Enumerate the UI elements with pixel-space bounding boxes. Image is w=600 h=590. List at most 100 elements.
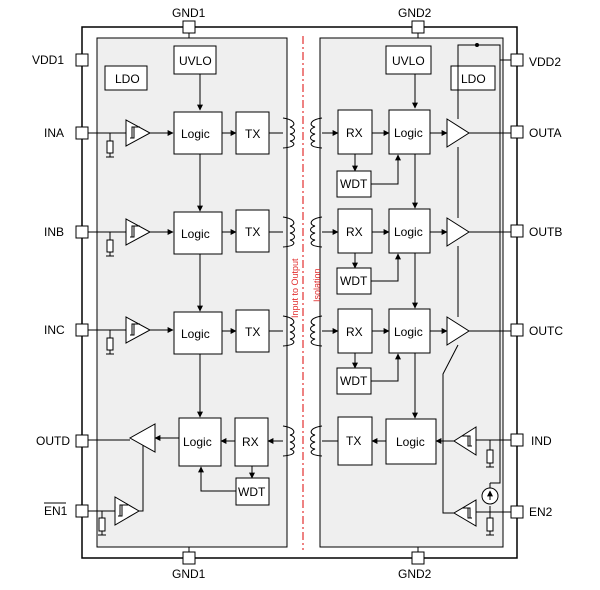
wdt-c xyxy=(336,367,372,395)
logic-a-right xyxy=(388,109,431,155)
outc-driver xyxy=(446,316,470,346)
logic-b-left-label: Logic xyxy=(181,227,210,241)
vdd2-junction xyxy=(475,43,479,47)
pin-ina xyxy=(75,126,89,140)
transformer-a xyxy=(282,117,323,149)
logic-c-right-label: Logic xyxy=(394,325,423,339)
pin-gnd1-bottom-label: GND1 xyxy=(172,567,206,581)
pin-outc xyxy=(510,323,524,337)
logic-d-left-label: Logic xyxy=(183,435,212,449)
pin-outd xyxy=(75,434,89,448)
uvlo-label-left: UVLO xyxy=(179,54,212,68)
pin-inc-label: INC xyxy=(44,323,65,337)
logic-b-left xyxy=(173,211,223,255)
pin-en2 xyxy=(510,505,524,519)
en2-schmitt-buffer xyxy=(453,499,477,527)
pin-gnd1-top-label: GND1 xyxy=(172,6,206,20)
wdt-d-label: WDT xyxy=(238,485,266,499)
en2-enable-bus xyxy=(442,344,459,514)
tx-c-label: TX xyxy=(245,325,260,339)
inc-schmitt-icon xyxy=(130,323,140,336)
rx-d-label: RX xyxy=(242,435,259,449)
en2-schmitt-icon xyxy=(462,507,472,519)
rx-c-label: RX xyxy=(346,325,363,339)
outb-driver xyxy=(446,217,470,247)
uvlo-block-right xyxy=(385,45,432,75)
wdt-c-to-logic xyxy=(371,353,401,382)
logic-a-left xyxy=(173,111,223,155)
pin-gnd2-bottom-label: GND2 xyxy=(398,567,432,581)
wdt-a-to-logic xyxy=(371,154,401,185)
en1-schmitt-buffer xyxy=(114,496,140,526)
pin-ind xyxy=(510,433,524,447)
wdt-a-label: WDT xyxy=(340,177,368,191)
tx-c xyxy=(235,309,270,353)
logic-b-right-label: Logic xyxy=(394,225,423,239)
wdt-b xyxy=(336,267,372,295)
pin-vdd1-label: VDD1 xyxy=(32,53,64,67)
transformer-c xyxy=(282,315,323,347)
pin-ind-label: IND xyxy=(531,434,552,448)
tx-a-label: TX xyxy=(245,127,260,141)
pin-gnd2-top xyxy=(411,20,425,34)
pin-outd-label: OUTD xyxy=(36,434,70,448)
isolation-label-2: Isolation xyxy=(312,268,322,302)
pin-gnd2-top-label: GND2 xyxy=(398,6,432,20)
pin-en2-label: EN2 xyxy=(529,505,553,519)
wdt-b-to-logic xyxy=(371,253,401,282)
pin-vdd1 xyxy=(75,53,89,67)
rx-a-label: RX xyxy=(346,126,363,140)
wdt-c-label: WDT xyxy=(340,374,368,388)
vdd2-rail xyxy=(457,44,511,119)
isolation-label-1: Input to Output xyxy=(290,258,300,318)
logic-c-left-label: Logic xyxy=(181,327,210,341)
rx-b xyxy=(337,208,373,254)
pin-outa xyxy=(510,125,524,139)
ina-pulldown-resistor xyxy=(106,140,114,154)
logic-a-right-label: Logic xyxy=(394,126,423,140)
transformer-b xyxy=(282,216,323,248)
ldo-label-left: LDO xyxy=(115,72,140,86)
logic-c-right xyxy=(388,308,431,354)
en1-pulldown-resistor xyxy=(98,517,106,532)
logic-d-left xyxy=(178,417,222,467)
ldo-label-right: LDO xyxy=(461,72,486,86)
tx-b xyxy=(235,209,270,253)
pin-outb xyxy=(510,224,524,238)
pin-gnd1-bottom xyxy=(182,551,196,565)
pin-gnd2-bottom xyxy=(411,551,425,565)
rx-b-label: RX xyxy=(346,225,363,239)
ldo-block-left xyxy=(104,65,148,91)
inb-pulldown-resistor xyxy=(106,239,114,253)
uvlo-label-right: UVLO xyxy=(392,54,425,68)
outa-driver xyxy=(446,118,470,148)
pin-outa-label: OUTA xyxy=(529,126,561,140)
logic-b-right xyxy=(388,208,431,254)
ind-schmitt-buffer xyxy=(453,426,477,456)
logic-d-right xyxy=(385,418,437,465)
transformer-d xyxy=(282,425,323,457)
vdd2-to-current-source xyxy=(490,60,501,484)
ind-pulldown-resistor xyxy=(486,449,494,464)
logic-c-left xyxy=(173,311,223,355)
pin-vdd2-label: VDD2 xyxy=(529,55,561,69)
pin-en1 xyxy=(75,504,89,518)
pin-en1-label: EN1 xyxy=(44,504,68,518)
uvlo-block-left xyxy=(173,45,217,75)
en2-pulldown-resistor xyxy=(486,517,494,532)
rx-a xyxy=(337,109,373,155)
pin-inc xyxy=(75,323,89,337)
tx-d-label: TX xyxy=(346,434,361,448)
tx-d xyxy=(337,416,373,466)
en1-to-outd-enable xyxy=(139,445,144,512)
inc-pulldown-resistor xyxy=(106,337,114,351)
pin-vdd2 xyxy=(510,53,524,67)
inb-schmitt-icon xyxy=(130,225,140,238)
pin-outc-label: OUTC xyxy=(529,324,563,338)
pin-inb-label: INB xyxy=(44,225,64,239)
pin-ina-label: INA xyxy=(44,126,64,140)
pin-inb xyxy=(75,225,89,239)
ina-schmitt-icon xyxy=(130,126,140,139)
pin-outb-label: OUTB xyxy=(529,225,562,239)
